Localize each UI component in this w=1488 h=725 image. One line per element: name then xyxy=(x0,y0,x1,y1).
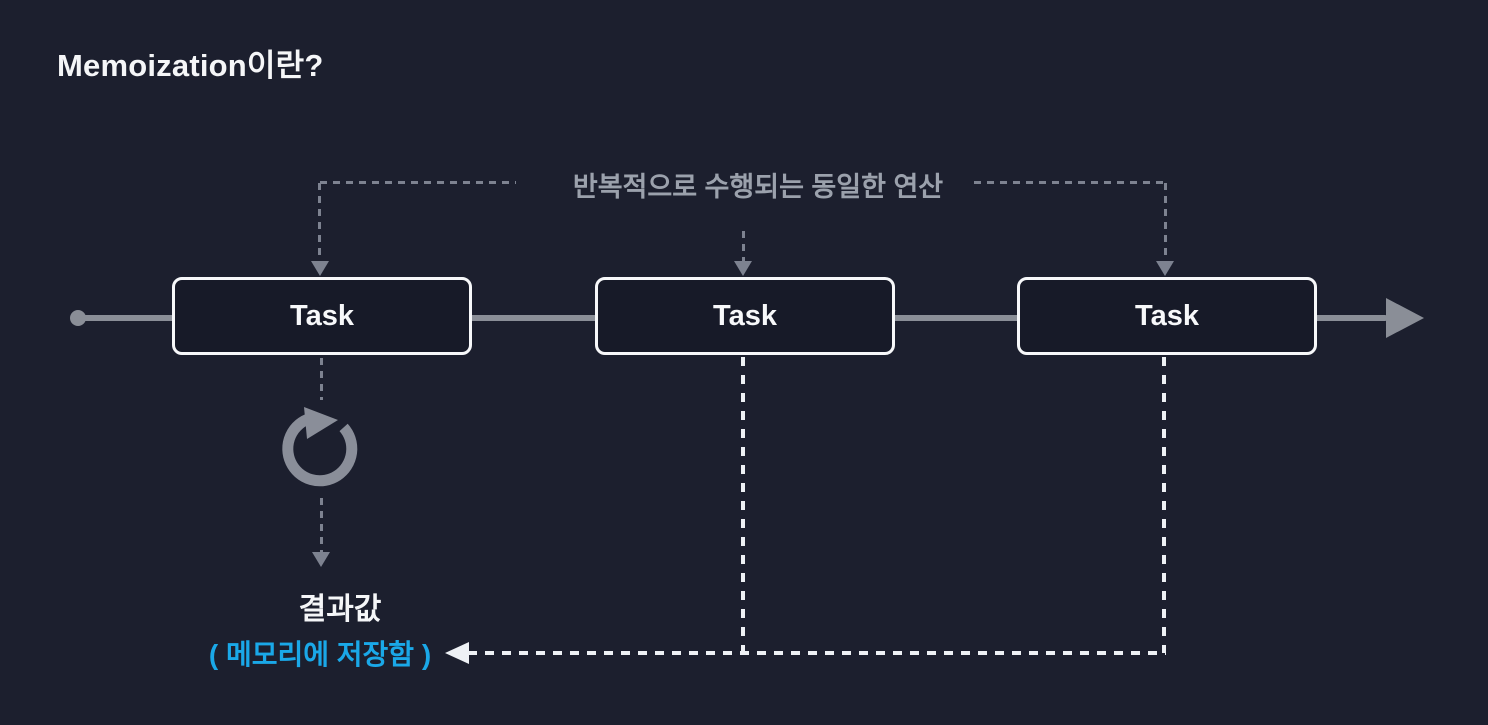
store-dashed-line xyxy=(468,651,1166,655)
store-dashed-drop-task3 xyxy=(1162,357,1166,653)
repeat-dashed-drop-task2 xyxy=(742,231,745,261)
result-dashed-line-top xyxy=(320,358,323,400)
down-arrowhead-icon xyxy=(734,261,752,276)
repeat-annotation-label: 반복적으로 수행되는 동일한 연산 xyxy=(572,172,944,202)
page-title: Memoization이란? xyxy=(57,48,324,83)
repeat-icon xyxy=(282,407,358,487)
task-box-1: Task xyxy=(172,277,472,355)
task-box-3: Task xyxy=(1017,277,1317,355)
store-dashed-drop-task2 xyxy=(741,357,745,653)
result-dashed-line-bottom xyxy=(320,498,323,552)
task-box-2: Task xyxy=(595,277,895,355)
repeat-dashed-drop-task3 xyxy=(1164,183,1167,261)
task-label: Task xyxy=(290,299,354,332)
down-arrowhead-icon xyxy=(311,261,329,276)
down-arrowhead-icon xyxy=(312,552,330,567)
repeat-dashed-line-left xyxy=(320,181,516,184)
memory-note-label: ( 메모리에 저장함 ) xyxy=(208,639,432,670)
task-label: Task xyxy=(1135,299,1199,332)
result-label: 결과값 xyxy=(298,593,382,626)
task-label: Task xyxy=(713,299,777,332)
arrow-right-icon xyxy=(1386,298,1424,338)
repeat-dashed-line-right xyxy=(974,181,1167,184)
arrow-left-icon xyxy=(445,642,469,664)
repeat-dashed-drop-task1 xyxy=(318,183,321,261)
down-arrowhead-icon xyxy=(1156,261,1174,276)
